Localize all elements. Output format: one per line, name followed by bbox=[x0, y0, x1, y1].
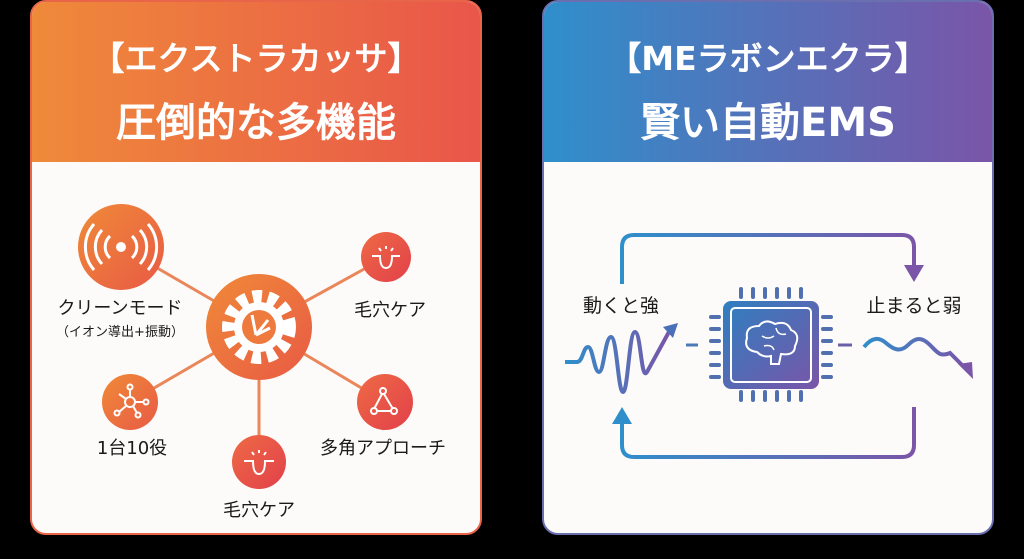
node-label: 毛穴ケア bbox=[354, 300, 426, 321]
node-label: クリーンモード bbox=[57, 298, 182, 319]
node-label: 毛穴ケア bbox=[223, 500, 295, 521]
me-rabon-eclat-card: 【MEラボンエクラ】 賢い自動EMS bbox=[542, 0, 994, 535]
feedback-loop-arrows bbox=[620, 233, 916, 459]
strong-when-moving-label: 動くと強 bbox=[583, 295, 659, 317]
product-name: 【エクストラカッサ】 bbox=[91, 39, 421, 78]
arrow-down-icon bbox=[904, 265, 924, 282]
pore-icon bbox=[361, 232, 411, 282]
vibration-waves-icon bbox=[78, 204, 164, 290]
hub-network-icon bbox=[102, 374, 158, 430]
ai-chip-brain-icon bbox=[709, 287, 833, 402]
feature-hub-diagram: クリーンモード （イオン導出+振動） 毛穴ケア 1台10役 毛穴ケア 多角アプロ… bbox=[56, 204, 446, 521]
weak-wave-icon bbox=[862, 336, 973, 379]
arrow-up-icon bbox=[612, 407, 632, 424]
weak-when-stopped-label: 止まると弱 bbox=[866, 295, 961, 317]
center-gear-icon bbox=[206, 274, 312, 380]
card-title: 圧倒的な多機能 bbox=[116, 100, 396, 146]
node-label: 多角アプローチ bbox=[320, 438, 446, 459]
card-title: 賢い自動EMS bbox=[640, 100, 896, 146]
node-sublabel: （イオン導出+振動） bbox=[56, 325, 184, 340]
extra-cassa-card: 【エクストラカッサ】 圧倒的な多機能 bbox=[30, 0, 482, 535]
card-header: 【エクストラカッサ】 圧倒的な多機能 bbox=[32, 2, 480, 162]
strong-wave-icon bbox=[565, 323, 678, 395]
node-label: 1台10役 bbox=[97, 438, 167, 459]
auto-ems-loop-diagram: 動くと強 止まると弱 bbox=[565, 233, 973, 459]
triangle-nodes-icon bbox=[357, 374, 413, 430]
product-name: 【MEラボンエクラ】 bbox=[608, 39, 928, 78]
card-header: 【MEラボンエクラ】 賢い自動EMS bbox=[544, 2, 992, 162]
pore-icon bbox=[232, 435, 286, 489]
